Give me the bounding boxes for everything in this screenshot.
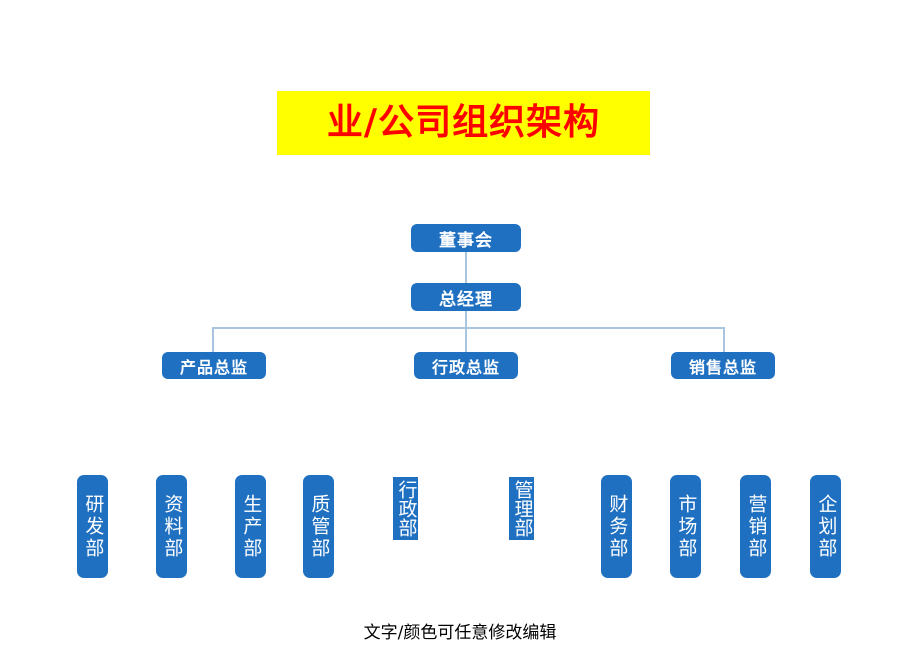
node-dept-planning[interactable]: 企划部 [810, 475, 841, 578]
node-dept-administration-label: 行政部 [395, 480, 418, 537]
node-dept-finance[interactable]: 财务部 [601, 475, 632, 578]
node-dept-production[interactable]: 生产部 [235, 475, 266, 578]
node-dept-quality[interactable]: 质管部 [303, 475, 334, 578]
node-director-admin[interactable]: 行政总监 [414, 352, 518, 379]
connector-drop-admin [465, 327, 467, 353]
node-dept-data-label: 资料部 [161, 493, 184, 560]
node-dept-production-label: 生产部 [240, 493, 263, 560]
page-title: 业/公司组织架构 [326, 102, 601, 143]
node-general-manager-label: 总经理 [439, 289, 493, 310]
node-dept-management-label: 管理部 [511, 480, 534, 537]
node-general-manager[interactable]: 总经理 [411, 283, 521, 311]
node-director-product-label: 产品总监 [179, 357, 248, 377]
connector-drop-sales [723, 327, 725, 353]
node-dept-quality-label: 质管部 [308, 493, 331, 560]
node-director-admin-label: 行政总监 [431, 357, 500, 377]
node-dept-rd-label: 研发部 [82, 493, 105, 560]
node-dept-management[interactable]: 管理部 [509, 477, 534, 540]
connector-director-bus [212, 327, 724, 329]
node-dept-rd[interactable]: 研发部 [77, 475, 108, 578]
footer-note: 文字/颜色可任意修改编辑 [363, 623, 557, 643]
node-dept-administration[interactable]: 行政部 [393, 477, 418, 540]
node-board[interactable]: 董事会 [411, 224, 521, 252]
connector-drop-product [212, 327, 214, 353]
node-dept-marketing[interactable]: 营销部 [740, 475, 771, 578]
node-dept-market[interactable]: 市场部 [670, 475, 701, 578]
node-dept-data[interactable]: 资料部 [156, 475, 187, 578]
node-dept-finance-label: 财务部 [606, 493, 629, 560]
connector-gm-drop [465, 311, 467, 328]
node-director-sales-label: 销售总监 [688, 357, 757, 377]
node-director-sales[interactable]: 销售总监 [671, 352, 775, 379]
node-board-label: 董事会 [439, 230, 493, 251]
title-banner: 业/公司组织架构 [277, 91, 650, 155]
node-dept-planning-label: 企划部 [815, 493, 838, 560]
connector-board-to-gm [465, 252, 467, 283]
node-dept-market-label: 市场部 [675, 493, 698, 560]
node-dept-marketing-label: 营销部 [745, 493, 768, 560]
node-director-product[interactable]: 产品总监 [162, 352, 266, 379]
